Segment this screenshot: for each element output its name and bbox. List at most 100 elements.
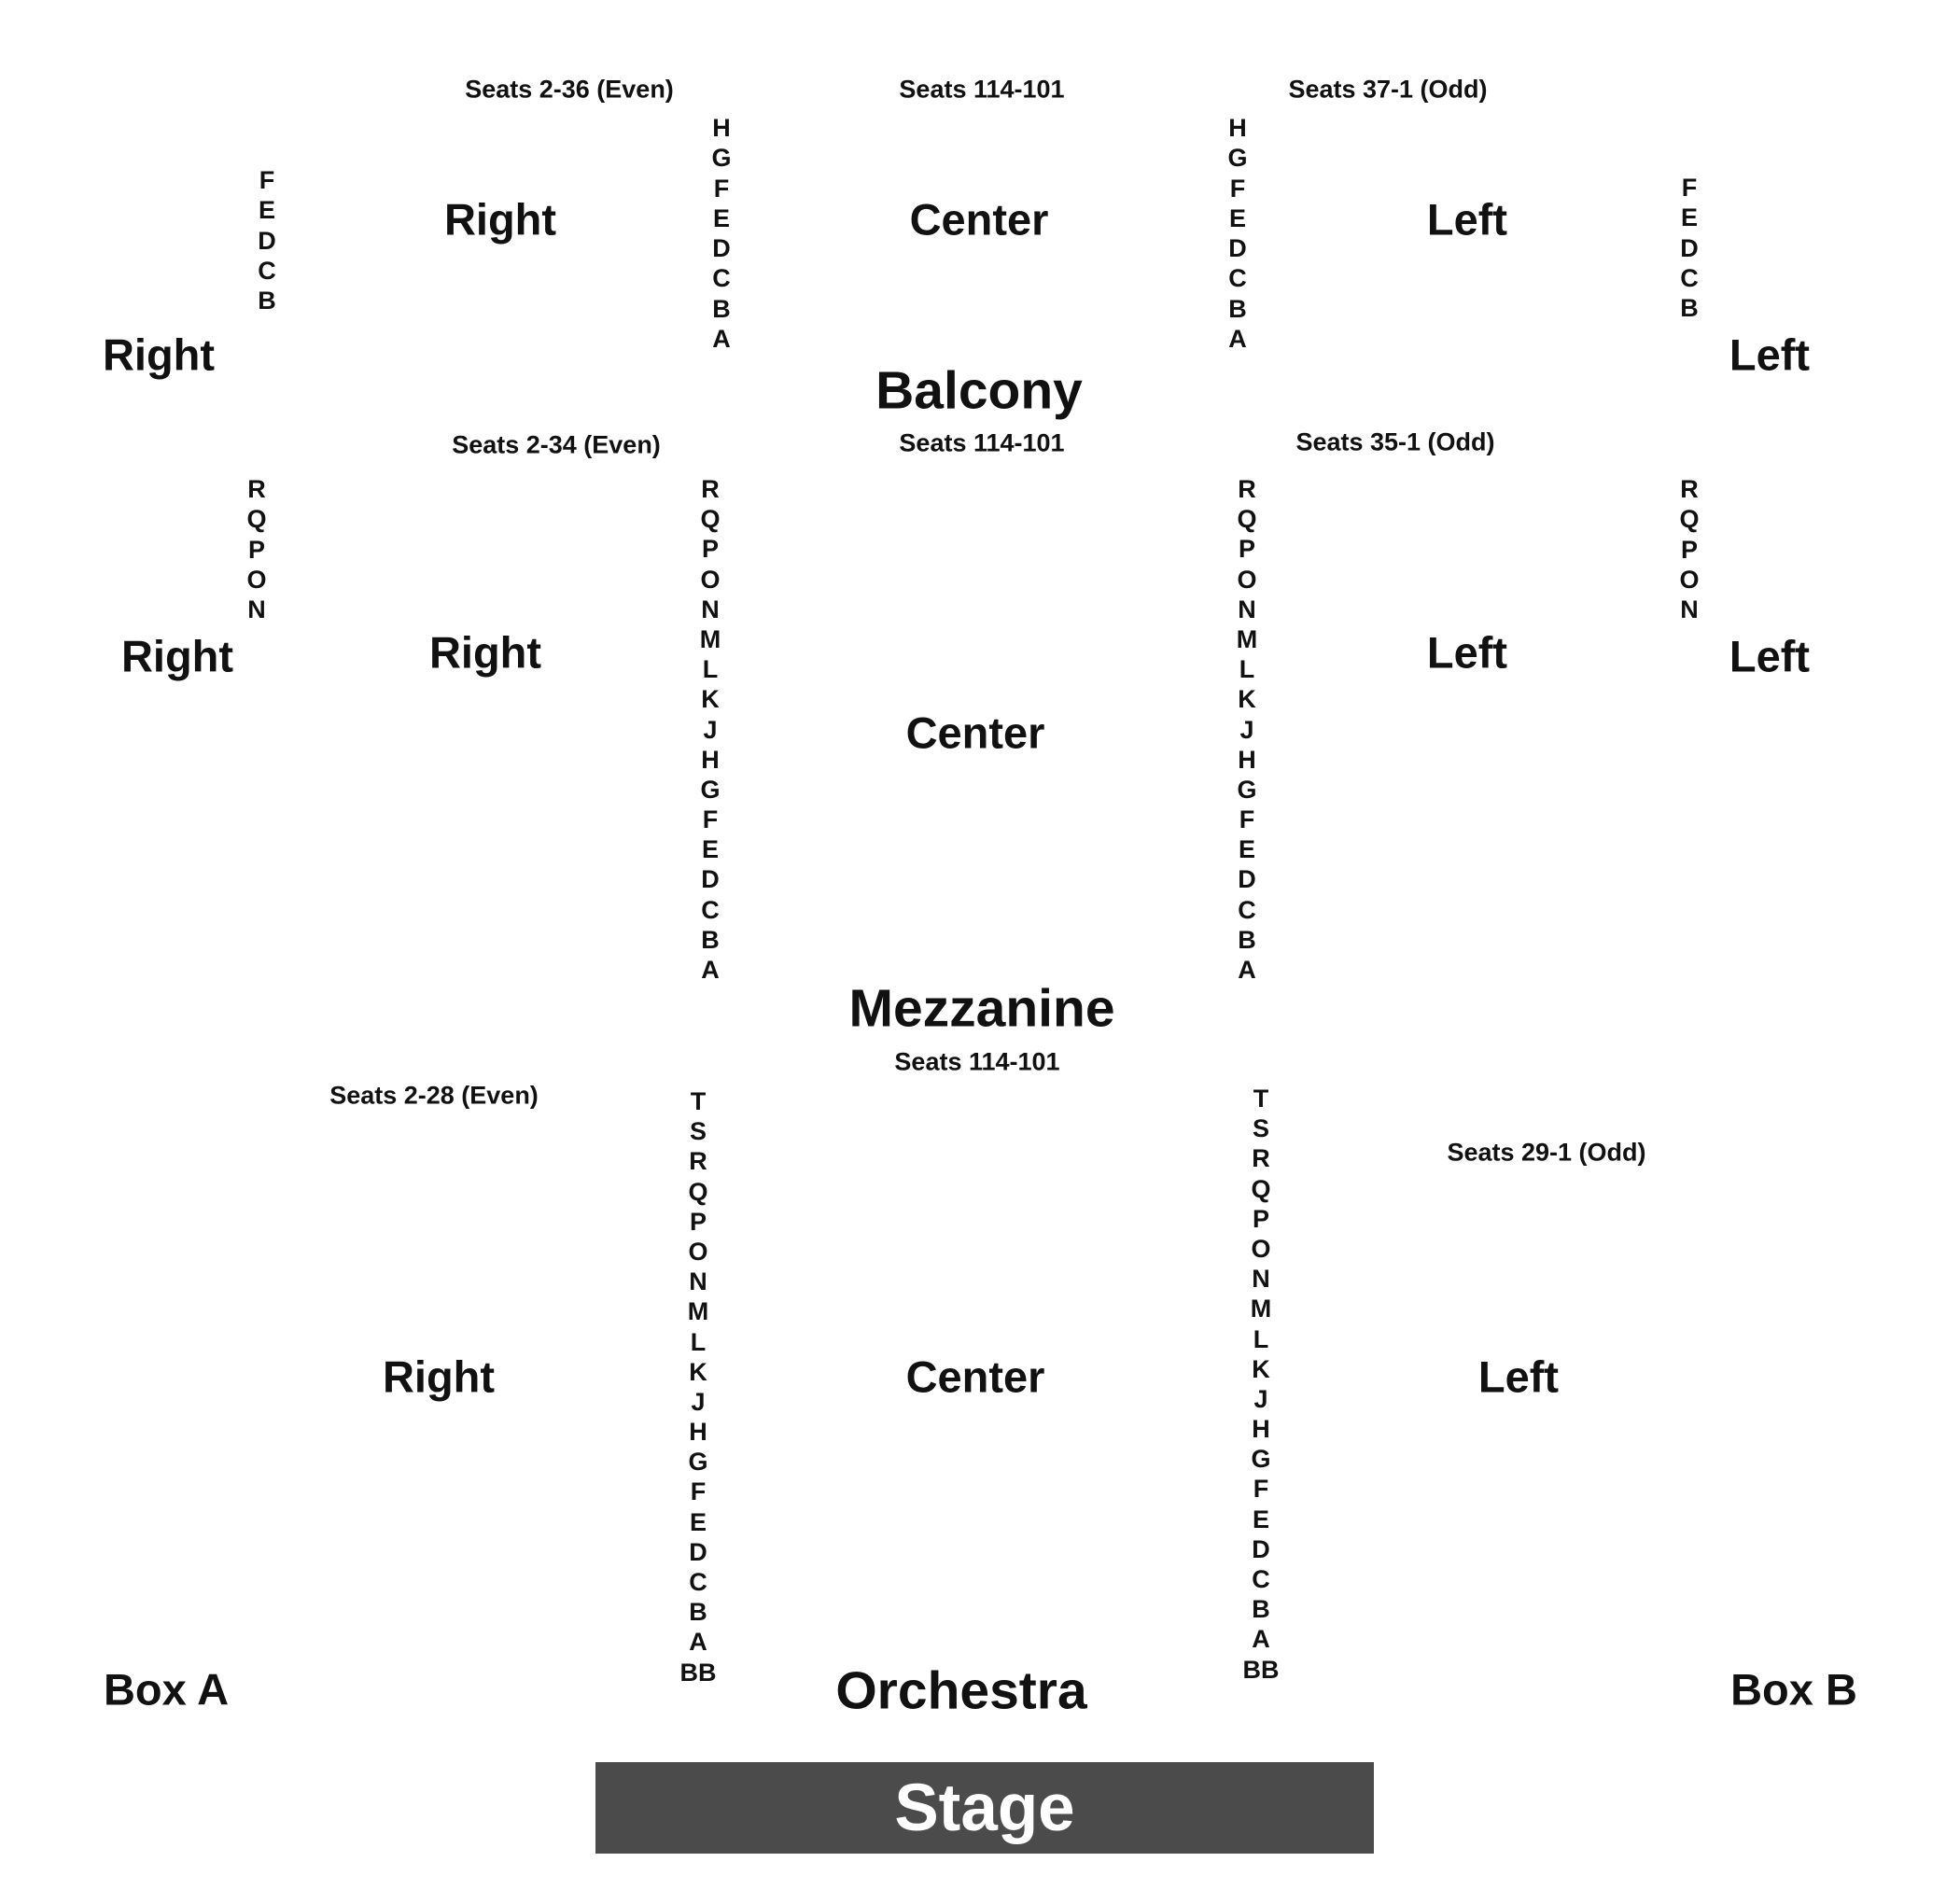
orchestra-title: Orchestra [835,1660,1087,1721]
row-letter: F [702,805,719,834]
row-letter: P [247,535,266,564]
mezzanine-section-left-outer: Left [1729,631,1811,681]
row-letter: O [688,1237,708,1266]
row-letter: O [1679,565,1700,594]
row-letter: M [699,624,721,653]
orchestra-seats-right: Seats 2-28 (Even) [329,1081,539,1110]
row-letter: M [687,1297,709,1326]
row-letter: F [1239,805,1255,834]
row-letter: O [700,565,721,594]
balcony-seats-right: Seats 2-36 (Even) [465,75,674,104]
mezzanine-section-left: Left [1426,627,1508,678]
row-letter: K [701,685,720,714]
row-letter: S [1252,1114,1269,1143]
row-letter: H [701,745,720,774]
row-letter: T [1253,1085,1269,1113]
mezzanine-seats-center: Seats 114-101 [899,428,1065,457]
row-letter: B [689,1598,707,1627]
row-letter: J [1253,1384,1268,1413]
row-letter: E [1252,1505,1269,1533]
row-letter: P [701,535,719,564]
row-letter: C [1228,264,1247,293]
row-letter: A [1228,325,1247,354]
row-letter: O [1251,1234,1271,1263]
row-letter: E [1228,203,1247,232]
row-letter: R [701,475,720,503]
row-letter: H [689,1418,707,1447]
row-letter: N [1680,595,1699,624]
row-letter: D [1238,865,1256,894]
row-letter: D [701,865,720,894]
row-letter: L [1253,1324,1269,1353]
orchestra-section-left: Left [1477,1351,1560,1402]
row-letter: G [1227,144,1248,173]
row-letter: G [711,144,732,173]
row-letter: F [690,1477,707,1506]
row-letter: A [1252,1625,1270,1654]
row-letter: E [701,835,719,864]
box-b-label: Box B [1730,1664,1857,1715]
stage-label: Stage [894,1771,1075,1845]
row-letter: BB [1242,1655,1280,1684]
balcony-seats-center: Seats 114-101 [899,75,1065,104]
row-letter: D [1252,1534,1270,1563]
row-letter: D [1228,234,1247,263]
row-letter: P [1680,535,1699,564]
row-letter: Q [700,505,721,534]
row-letter: E [258,196,275,225]
row-letter: F [1253,1475,1269,1504]
row-letter: G [688,1448,708,1477]
row-letter: Q [688,1177,708,1206]
row-letter: C [1252,1565,1270,1593]
balcony-section-right: Right [443,194,557,245]
row-letter: C [712,264,731,293]
row-letter: R [1252,1144,1270,1173]
row-letter: Q [1251,1174,1271,1203]
row-letter: C [689,1568,707,1596]
row-letter: B [712,294,731,323]
row-letter: B [1252,1595,1270,1624]
balcony-section-center: Center [909,194,1049,245]
row-letter: D [689,1537,707,1566]
row-letter: G [1237,775,1257,804]
row-letter: Q [1237,505,1257,534]
row-letter: O [1237,565,1257,594]
row-letter: A [689,1628,707,1657]
row-letter: K [689,1357,707,1386]
orchestra-section-center: Center [905,1351,1045,1402]
row-letter: R [247,475,266,503]
balcony-seats-left: Seats 37-1 (Odd) [1288,75,1488,104]
row-letter: F [713,174,730,203]
balcony-section-left-outer: Left [1729,329,1811,380]
row-letter: A [701,956,720,984]
row-letter: C [1680,263,1699,292]
balcony-section-left: Left [1426,194,1508,245]
row-letter: P [1252,1204,1269,1233]
row-letter: B [1228,294,1247,323]
row-letter: BB [679,1658,717,1687]
orchestra-seats-left: Seats 29-1 (Odd) [1447,1138,1646,1167]
row-letter: D [258,226,276,255]
row-letter: L [702,655,719,684]
row-letter: T [690,1087,707,1115]
row-letter: D [712,234,731,263]
mezzanine-section-right-outer: Right [120,631,234,681]
row-letter: O [246,565,267,594]
row-letter: K [1238,685,1256,714]
row-letter: R [1238,475,1256,503]
row-letter: N [689,1267,707,1296]
row-letter: M [1236,624,1258,653]
row-letter: S [689,1117,707,1146]
row-letter: Q [246,505,267,534]
